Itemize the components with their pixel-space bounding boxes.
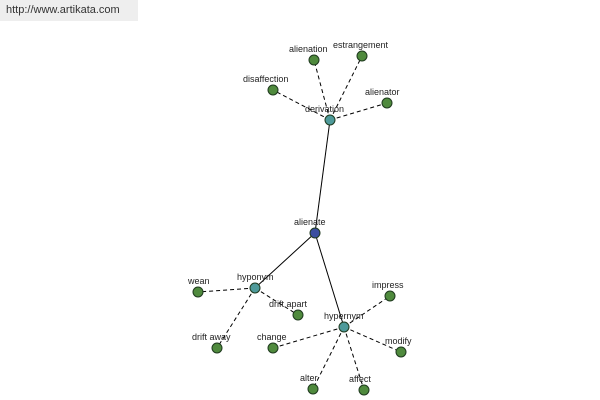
node-derivation[interactable] [324,114,336,126]
label-drift-apart[interactable]: drift apart [269,299,308,309]
node-alter[interactable] [307,383,319,395]
label-derivation[interactable]: derivation [305,104,344,114]
edge-derivation-estrangement [329,55,363,121]
label-hypernym[interactable]: hypernym [324,311,364,321]
label-impress[interactable]: impress [372,280,404,290]
label-modify[interactable]: modify [385,336,412,346]
label-alter[interactable]: alter [300,373,318,383]
node-alienate[interactable] [309,227,321,239]
edge-alienate-derivation [314,119,331,234]
node-impress[interactable] [384,290,396,302]
edge-derivation-disaffection [272,89,331,121]
node-estrangement[interactable] [356,50,368,62]
edge-derivation-alienator [329,102,388,121]
edge-alienate-hypernym [314,232,345,328]
node-affect[interactable] [358,384,370,396]
node-hyponym[interactable] [249,282,261,294]
label-alienate[interactable]: alienate [294,217,326,227]
source-link[interactable]: http://www.artikata.com [6,4,120,16]
label-estrangement[interactable]: estrangement [333,40,389,50]
node-alienation[interactable] [308,54,320,66]
edge-hypernym-change [272,326,345,349]
label-affect[interactable]: affect [349,374,371,384]
node-drift-away[interactable] [211,342,223,354]
edge-alienate-hyponym [254,232,316,289]
edge-hypernym-modify [343,326,402,353]
node-modify[interactable] [395,346,407,358]
label-change[interactable]: change [257,332,287,342]
label-disaffection[interactable]: disaffection [243,74,288,84]
node-disaffection[interactable] [267,84,279,96]
label-wean[interactable]: wean [187,276,210,286]
edge-hypernym-impress [343,295,391,328]
edge-hyponym-wean [197,287,256,293]
node-drift-apart[interactable] [292,309,304,321]
label-alienation[interactable]: alienation [289,44,328,54]
source-banner: http://www.artikata.com [0,0,138,21]
node-wean[interactable] [192,286,204,298]
node-hypernym[interactable] [338,321,350,333]
label-hyponym[interactable]: hyponym [237,272,274,282]
edge-derivation-alienation [313,59,331,121]
node-change[interactable] [267,342,279,354]
node-alienator[interactable] [381,97,393,109]
label-drift-away[interactable]: drift away [192,332,231,342]
label-alienator[interactable]: alienator [365,87,400,97]
edge-hyponym-drift-apart [254,287,299,316]
edge-hypernym-alter [312,326,345,390]
edge-hyponym-drift-away [216,287,256,349]
